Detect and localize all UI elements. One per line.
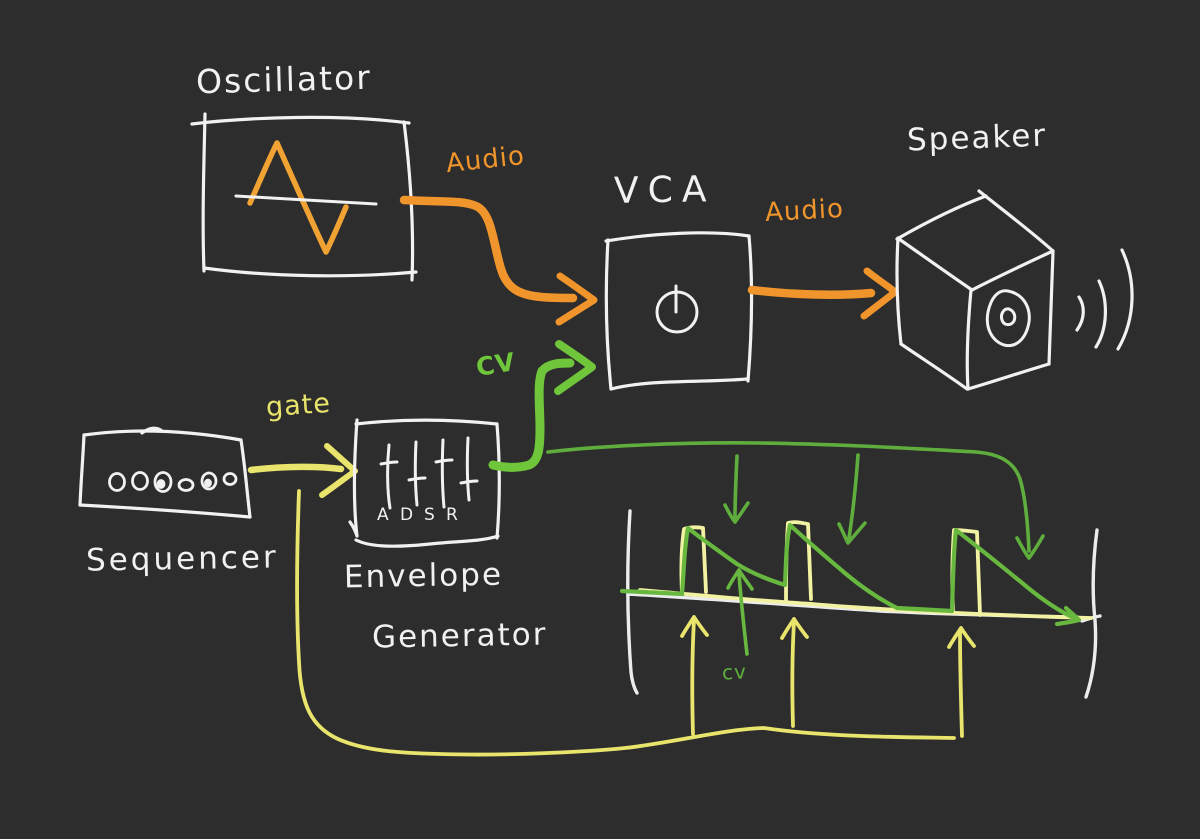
adsr-letter-release: R: [446, 505, 458, 525]
speaker-box: [895, 189, 1055, 391]
triangle-wave-icon: [247, 140, 349, 255]
vca-box-right: [746, 234, 754, 383]
sound-wave-large: [1116, 248, 1134, 351]
oscillator-box: [190, 112, 418, 282]
sequencer-knob-6: [222, 472, 238, 486]
gate-cable-shaft: [247, 463, 345, 474]
cv-down-arrow-2: [837, 453, 867, 545]
sequencer-knobs-icon: [108, 471, 238, 493]
audio-signal-label-2: Audio: [764, 193, 845, 229]
speaker-label: Speaker: [906, 117, 1048, 159]
speaker-edge-back-left: [895, 194, 988, 241]
vca-box-left: [604, 238, 613, 391]
gate-up-arrow-2: [780, 617, 809, 728]
vca-box: [604, 231, 754, 391]
cv-plot-label: cv: [721, 659, 748, 685]
knob-icon: [655, 284, 699, 334]
speaker-edge-left: [895, 236, 903, 346]
sequencer-label: Sequencer: [85, 539, 279, 579]
speaker-edge-top-front-right: [970, 249, 1055, 292]
cv-down-arrow-1: [723, 454, 750, 524]
envelope-curve-arrowhead: [1054, 605, 1082, 627]
speaker-edge-bottom-left: [899, 342, 969, 391]
sequencer-knob-3-dot: [156, 479, 166, 489]
envelope-generator-label-line1: Envelope: [343, 556, 504, 596]
sound-wave-small: [1075, 295, 1085, 332]
eg-box-right: [495, 422, 501, 540]
adsr-sliders-icon: [379, 436, 479, 510]
audio-cable-2-arrowhead: [860, 267, 899, 320]
envelope-curve: [619, 522, 1079, 622]
cv-cable-thick-shaft: [488, 358, 575, 472]
oscillator-box-bottom: [202, 266, 418, 278]
cv-cable-thin: [546, 441, 1045, 560]
oscillator-box-left: [201, 112, 207, 273]
plot-baseline-yellow: [638, 588, 1093, 620]
gate-cable: [247, 443, 358, 498]
audio-cable-1-arrowhead: [555, 272, 598, 326]
audio-cable-1: [399, 195, 598, 326]
vca-box-top: [604, 231, 751, 243]
audio-cable-2-shaft: [747, 285, 876, 299]
envelope-waveform: [619, 522, 1082, 656]
sequencer-knob-2: [131, 471, 149, 491]
gate-pulse-1: [679, 525, 708, 595]
speaker-cone-inner: [1000, 307, 1017, 327]
vca-box-bottom: [609, 377, 749, 391]
oscillator-midline: [234, 194, 378, 206]
gate-up-arrow-3: [947, 626, 976, 738]
sequencer-box-bottom: [78, 503, 252, 519]
oscillator-label: Oscillator: [195, 57, 373, 102]
cv-signal-label: CV: [473, 347, 518, 382]
adsr-slider-2: [407, 440, 427, 507]
cv-cable-thin-arrowhead: [1015, 534, 1045, 560]
audio-cable-1-shaft: [399, 195, 578, 303]
adsr-slider-3: [434, 438, 454, 509]
cv-cable-thick: [488, 340, 596, 472]
speaker-edge-right: [1047, 249, 1055, 366]
eg-box-bottom: [354, 534, 500, 548]
speaker-edge-bottom-front: [966, 362, 1051, 391]
sequencer-knob-5: [200, 471, 218, 491]
gate-cable-arrowhead: [319, 443, 358, 498]
oscillator-box-top: [190, 115, 411, 126]
plot-left-bracket: [626, 509, 639, 695]
adsr-slider-4: [459, 436, 479, 502]
adsr-letter-sustain: S: [424, 505, 435, 525]
sequencer-knob-5-dot: [204, 478, 212, 488]
sequencer-knob-4: [177, 478, 195, 492]
adsr-slider-1: [379, 443, 399, 510]
eg-box-top: [354, 418, 499, 426]
speaker-cone-icon: [985, 289, 1031, 348]
sequencer-box: [78, 426, 252, 519]
sequencer-box-left: [78, 433, 86, 507]
gate-up-arrow-1: [680, 615, 709, 736]
gate-up-arrows: [680, 615, 976, 738]
eg-box-left: [348, 418, 359, 538]
adsr-letter-decay: D: [400, 505, 414, 525]
vca-label: VCA: [613, 169, 716, 212]
cv-cable-thin-line: [546, 441, 1031, 553]
sequencer-box-right: [239, 438, 252, 519]
sequencer-knob-3: [153, 471, 173, 493]
sequencer-knob-1: [108, 472, 126, 492]
sequencer-box-top-tick: [140, 426, 164, 435]
gate-feedback-cable: [295, 489, 956, 757]
plot-right-bracket: [1084, 528, 1099, 699]
audio-cable-2: [747, 267, 899, 320]
sound-wave-medium: [1094, 279, 1108, 349]
speaker-edge-center: [965, 288, 973, 391]
speaker-edge-top-front-left: [897, 237, 974, 292]
envelope-generator-box: [348, 418, 501, 548]
gate-signal-label: gate: [264, 387, 332, 424]
gate-pulse-train: [638, 520, 1093, 620]
speaker-edge-back-right: [977, 189, 1055, 253]
adsr-letter-attack: A: [377, 505, 389, 525]
envelope-up-arrow: [726, 568, 754, 656]
speaker-cone-outer: [985, 289, 1031, 348]
sound-waves-icon: [1075, 248, 1134, 351]
envelope-generator-label-line2: Generator: [371, 616, 548, 656]
cv-cable-thick-arrowhead: [554, 340, 596, 395]
